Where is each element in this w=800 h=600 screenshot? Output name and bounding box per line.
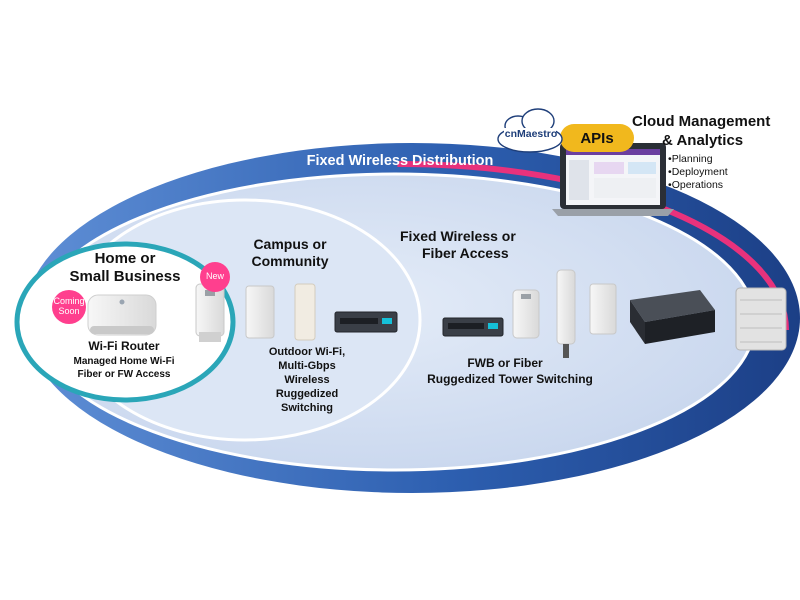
campus-description: Outdoor Wi-Fi, Multi-Gbps Wireless Rugge… xyxy=(252,345,362,415)
fixed-wireless-distribution-label: Fixed Wireless Distribution xyxy=(306,153,494,169)
cloud-bullet-item: Planning xyxy=(668,153,728,166)
sector-antenna-icon xyxy=(556,269,576,358)
radio-unit-icon xyxy=(735,287,787,351)
cloud-icon xyxy=(497,108,563,153)
home-description-line2: Fiber or FW Access xyxy=(77,369,171,380)
campus-desc-line: Wireless xyxy=(284,374,330,386)
tower-switch-icon xyxy=(442,317,504,337)
sector-antenna-icon xyxy=(294,283,316,341)
coming-soon-line2: Soon xyxy=(58,306,80,316)
wifi-router-label: Wi-Fi Router xyxy=(88,339,160,353)
home-title: Home or xyxy=(94,250,156,267)
campus-desc-line: Ruggedized xyxy=(275,388,339,400)
cloud-bullet-item: Operations xyxy=(668,179,728,192)
switch-icon xyxy=(334,311,398,333)
cloud-bullet-item: Deployment xyxy=(668,166,728,179)
home-description: Managed Home Wi-Fi xyxy=(73,356,175,367)
fwa-title-line2: Fiber Access xyxy=(422,245,509,261)
ruggedized-switch-icon xyxy=(630,290,715,344)
campus-desc-line: Outdoor Wi-Fi, xyxy=(268,346,346,358)
cnmaestro-label: cnMaestro xyxy=(504,128,558,140)
fwb-description-line2: Ruggedized Tower Switching xyxy=(427,372,593,386)
campus-desc-line: Switching xyxy=(281,402,333,414)
apis-label: APIs xyxy=(580,130,614,147)
fwb-description: FWB or Fiber xyxy=(467,356,543,370)
apis-pill xyxy=(560,124,634,152)
home-title-line2: Small Business xyxy=(69,268,181,285)
access-point-icon xyxy=(245,285,275,339)
outdoor-ap-icon xyxy=(195,283,225,342)
wifi-router-icon xyxy=(87,294,157,336)
fwa-title: Fixed Wireless or xyxy=(400,228,516,244)
cloud-management-title: Cloud Management xyxy=(632,113,771,130)
campus-title-line2: Community xyxy=(251,253,329,269)
campus-title: Campus or xyxy=(253,236,327,252)
new-badge: New xyxy=(200,262,230,292)
cloud-bullet-list: Planning Deployment Operations xyxy=(668,153,728,192)
access-point-icon xyxy=(589,283,617,335)
radio-ap-icon xyxy=(512,289,540,339)
coming-soon-badge: Coming Soon xyxy=(52,290,86,324)
laptop-icon xyxy=(552,143,674,216)
cloud-analytics-title: & Analytics xyxy=(662,132,744,149)
coming-soon-line1: Coming xyxy=(53,296,85,307)
campus-desc-line: Multi-Gbps xyxy=(278,360,336,372)
